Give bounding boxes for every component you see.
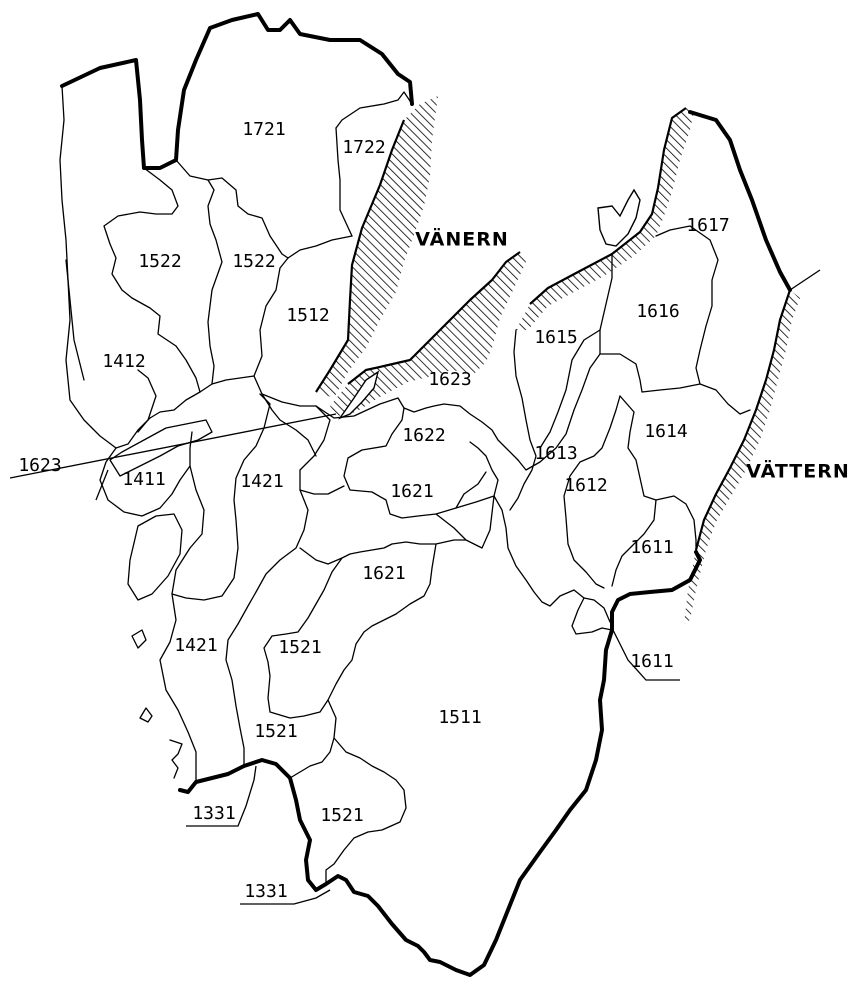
- region-label-1613: 1613: [534, 443, 577, 464]
- lake-vattern-shore: [684, 289, 800, 624]
- region-label-1721: 1721: [242, 119, 285, 140]
- region-label-1421-north: 1421: [240, 471, 283, 492]
- region-label-1421-south: 1421: [174, 635, 217, 656]
- region-label-1621-north: 1621: [390, 481, 433, 502]
- lake-label-vanern: VÄNERN: [415, 227, 509, 251]
- region-label-1331-upper: 1331: [192, 803, 235, 824]
- leader-lines: [9, 269, 821, 905]
- lake-label-vattern: VÄTTERN: [746, 459, 850, 483]
- region-label-1512: 1512: [286, 305, 329, 326]
- region-label-1616: 1616: [636, 301, 679, 322]
- region-label-1411: 1411: [122, 469, 165, 490]
- region-labels: 1721 1722 1522 1522 1512 1412 1617 1616 …: [18, 119, 729, 902]
- region-label-1611-east: 1611: [630, 537, 673, 558]
- region-label-1617: 1617: [686, 215, 729, 236]
- region-label-1611-leader: 1611: [630, 651, 673, 672]
- region-label-1614: 1614: [644, 421, 687, 442]
- region-borders: [59, 85, 751, 885]
- region-label-1621-south: 1621: [362, 563, 405, 584]
- region-label-1623-leader: 1623: [18, 455, 61, 476]
- region-label-1623-north: 1623: [428, 369, 471, 390]
- region-label-1511: 1511: [438, 707, 481, 728]
- region-label-1722: 1722: [342, 137, 385, 158]
- region-label-1615: 1615: [534, 327, 577, 348]
- region-label-1331-lower: 1331: [244, 881, 287, 902]
- region-label-1522-east: 1522: [232, 251, 275, 272]
- lake-vanern-shore: [315, 96, 694, 420]
- region-label-1622: 1622: [402, 425, 445, 446]
- region-label-1521-middle: 1521: [254, 721, 297, 742]
- county-boundary: [60, 12, 792, 977]
- region-label-1521-upper: 1521: [278, 637, 321, 658]
- region-label-1522-west: 1522: [138, 251, 181, 272]
- region-label-1521-lower: 1521: [320, 805, 363, 826]
- region-label-1412: 1412: [102, 351, 145, 372]
- region-label-1612: 1612: [564, 475, 607, 496]
